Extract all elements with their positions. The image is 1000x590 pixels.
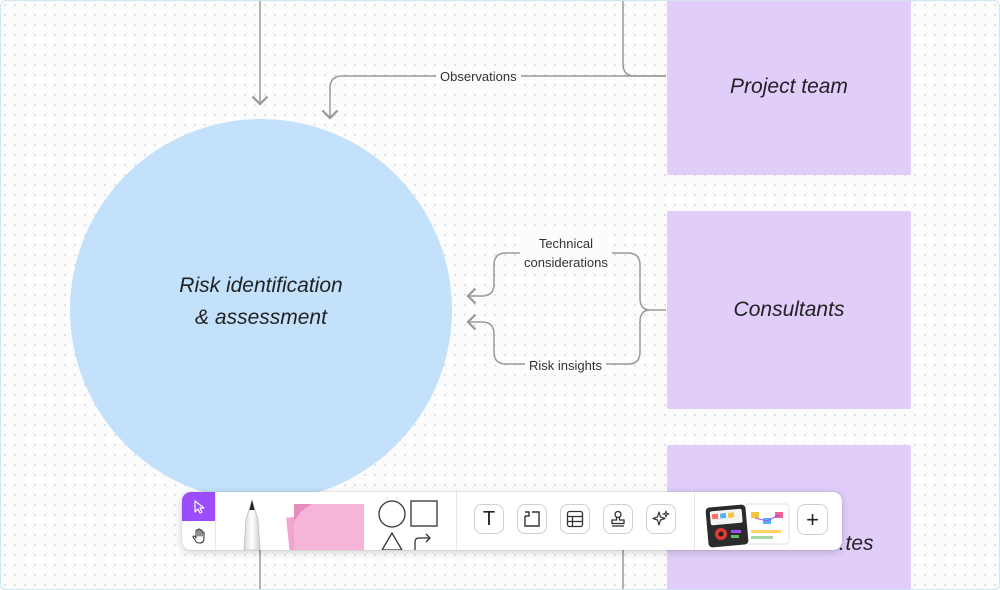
plus-icon: + [806, 506, 819, 532]
toolbar: T [182, 492, 842, 550]
text-tool-button[interactable]: T [474, 504, 504, 534]
toolbar-divider [694, 492, 695, 550]
risk-identification-circle[interactable]: Risk identification & assessment [70, 119, 452, 501]
cursor-icon [193, 499, 205, 514]
table-icon [566, 510, 584, 528]
sticky-note-tool[interactable] [282, 500, 372, 550]
templates-thumbnail[interactable] [705, 502, 791, 548]
mode-switcher [182, 492, 216, 550]
add-more-button[interactable]: + [797, 504, 828, 535]
sticky-label: Project team [730, 74, 848, 98]
select-tool-button[interactable] [182, 492, 215, 521]
stamp-icon [611, 510, 625, 527]
pen-tool[interactable] [234, 498, 270, 550]
connector-observations [622, 0, 666, 77]
connector-risk-branch [466, 309, 651, 365]
toolbar-divider [456, 492, 457, 550]
edge-label-technical-considerations[interactable]: Technical considerations [520, 234, 612, 272]
edge-label-risk-insights[interactable]: Risk insights [525, 356, 606, 375]
shapes-tool[interactable] [375, 500, 439, 550]
sticky-consultants[interactable]: Consultants [667, 211, 911, 409]
ai-tool-button[interactable] [646, 504, 676, 534]
section-tool-button[interactable] [517, 504, 547, 534]
hand-icon [191, 527, 205, 544]
sticky-label: Consultants [733, 298, 845, 321]
text-icon: T [482, 507, 496, 530]
stamp-tool-button[interactable] [603, 504, 633, 534]
edge-label-observations[interactable]: Observations [436, 67, 521, 86]
circle-label: Risk identification & assessment [179, 274, 343, 329]
sticky-project-team[interactable]: Project team [667, 0, 911, 175]
frame-icon [524, 511, 540, 527]
connector-observations-to-circle [321, 75, 666, 120]
sparkle-icon [652, 510, 670, 526]
hand-tool-button[interactable] [182, 521, 215, 550]
table-tool-button[interactable] [560, 504, 590, 534]
connector-technical-branch [466, 252, 651, 311]
